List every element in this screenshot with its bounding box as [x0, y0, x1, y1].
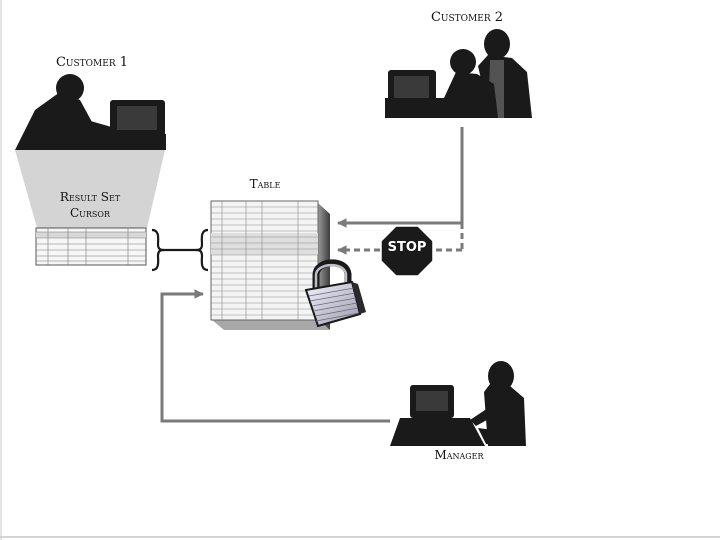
stop-sign-icon	[380, 225, 434, 277]
customer-1-computer-silhouette-icon	[15, 74, 166, 150]
result-set-label-line-1: Result Set	[59, 190, 121, 204]
customer-1-projection-beam	[15, 150, 165, 228]
customer-2-computer-silhouette-icon	[385, 29, 532, 118]
result-set-grid-icon	[35, 227, 147, 266]
result-set-label-line-2: Cursor	[69, 206, 110, 220]
database-table-icon	[210, 200, 330, 330]
result-set-label: Result Set Cursor	[40, 189, 140, 221]
manager-computer-silhouette-icon	[390, 361, 526, 446]
manager-label: Manager	[434, 448, 484, 462]
customer-2-label: Customer 2	[430, 10, 504, 25]
padlock-icon	[304, 259, 366, 328]
manager-access-arrow	[160, 289, 390, 423]
table-label: Table	[249, 177, 281, 191]
stop-sign-label: STOP	[387, 240, 427, 255]
curly-brace-icon	[151, 228, 209, 272]
customer-1-label: Customer 1	[55, 55, 129, 70]
customer-2-access-arrow	[337, 127, 464, 228]
